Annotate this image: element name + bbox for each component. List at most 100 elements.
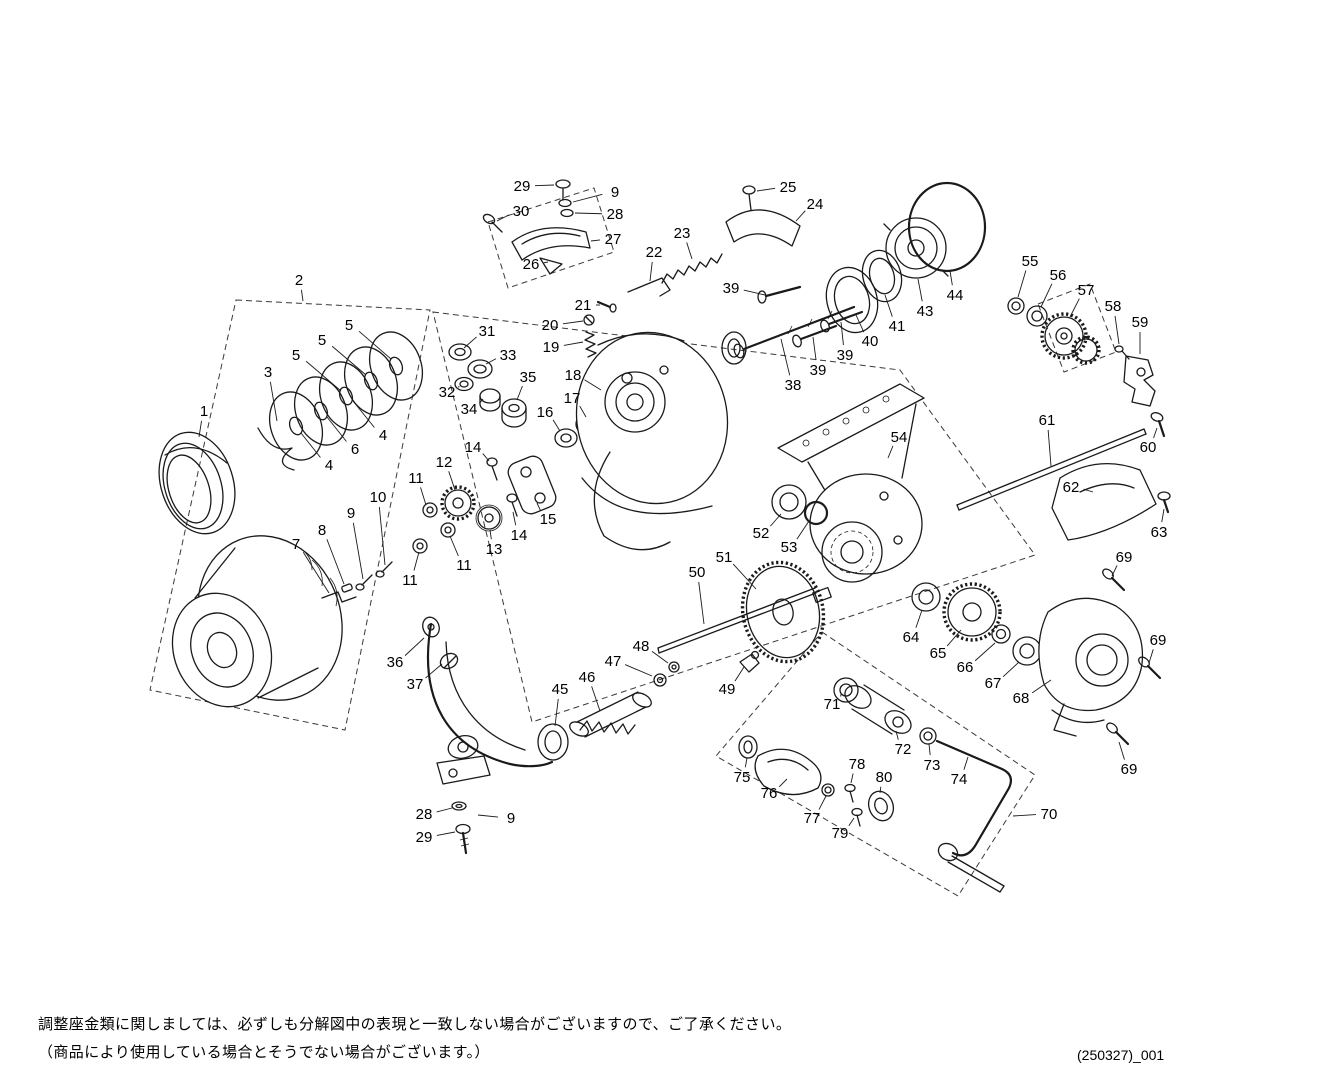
part-number-label: 76 [761,785,778,802]
part-number-label: 31 [479,323,496,340]
leader-line [479,398,484,404]
part-number-label: 69 [1116,549,1133,566]
part-number-label: 67 [985,675,1002,692]
leader-line [1118,741,1125,760]
leader-line [436,831,456,836]
leader-line [1148,649,1154,664]
leader-line [917,278,923,302]
part-number-label: 32 [439,384,456,401]
part-number-label: 61 [1039,412,1056,429]
part-number-label: 18 [565,367,582,384]
bail-arm [422,616,554,785]
part-number-label: 44 [947,287,964,304]
part-number-label: 49 [719,681,736,698]
leader-line [584,379,602,391]
leader-line [1031,679,1052,694]
footnote-line2: （商品により使用している場合とそうでない場合がございます。） [38,1044,490,1061]
part-number-label: 16 [537,404,554,421]
leader-line [686,242,693,260]
part-number-label: 58 [1105,298,1122,315]
part-number-label: 23 [674,225,691,242]
leader-line [884,294,893,317]
idle-gear-cluster [1007,297,1166,438]
oscillating-parts [537,650,760,761]
leader-line [1111,565,1118,577]
part-number-label: 20 [542,317,559,334]
part-number-label: 3 [264,364,272,381]
part-number-label: 26 [523,256,540,273]
part-number-label: 8 [318,522,326,539]
leader-line [734,666,745,682]
leader-line [946,629,962,647]
leader-line [496,214,510,222]
leader-line [269,381,278,422]
part-number-label: 14 [465,439,482,456]
side-cover [1038,597,1144,737]
part-number-label: 21 [575,297,592,314]
part-number-label: 63 [1151,524,1168,541]
part-number-label: 48 [633,638,650,655]
part-number-label: 11 [402,572,418,589]
leader-line [1083,488,1094,493]
part-number-label: 47 [605,653,622,670]
part-number-label: 55 [1022,253,1039,270]
leader-line [915,609,923,628]
leader-line [463,336,477,349]
part-number-label: 22 [646,244,663,261]
leader-line [850,773,854,784]
leader-line [698,581,705,625]
document-number: (250327)_001 [1077,1047,1165,1063]
part-number-label: 7 [292,536,300,553]
handle-assembly [738,677,1012,893]
part-number-label: 17 [564,390,581,407]
leader-line [449,535,459,557]
line-roller-screws [451,801,471,855]
part-number-label: 41 [889,318,906,335]
leader-line [489,529,492,540]
leader-line [1017,270,1027,298]
leader-line [512,511,517,526]
leader-line [404,637,425,656]
leader-line [1047,429,1052,467]
leader-line [1153,427,1158,439]
part-number-label: 72 [895,741,912,758]
leader-line [302,552,330,594]
drag-washer-stack [257,331,424,471]
part-number-label: 4 [379,427,387,444]
leader-line [963,756,969,770]
assembly-group-boxes [149,187,1117,897]
leader-line [796,520,810,540]
leader-line [812,336,817,361]
leader-line [448,471,456,491]
leader-line [795,210,806,222]
leader-line [536,502,542,511]
part-number-label: 75 [734,769,751,786]
leader-line [649,261,653,282]
clutch-parts [733,181,987,359]
part-number-label: 36 [387,654,404,671]
leader-line [543,261,549,264]
pinion-train [911,582,1042,666]
part-number-label: 35 [520,369,537,386]
leader-line [949,270,953,286]
leader-line [1040,283,1053,308]
arm-cap-assembly [482,179,591,275]
part-number-label: 69 [1121,761,1138,778]
leader-line [563,341,584,346]
part-number-label: 79 [832,825,849,842]
drag-spring-coil [158,431,236,535]
part-number-label: 29 [416,829,433,846]
part-number-label: 33 [500,347,517,364]
footnote-line1: 調整座金類に関しましては、必ずしも分解図中の表現と一致しない場合がございますので… [38,1016,792,1033]
leader-line [1069,298,1080,318]
leader-line [516,385,523,401]
leader-line [818,795,827,810]
leader-line [552,419,561,432]
leader-line [579,405,587,418]
part-number-label: 64 [903,629,920,646]
body-assembly [777,383,925,583]
leader-line [300,289,304,302]
leader-line [624,664,653,677]
